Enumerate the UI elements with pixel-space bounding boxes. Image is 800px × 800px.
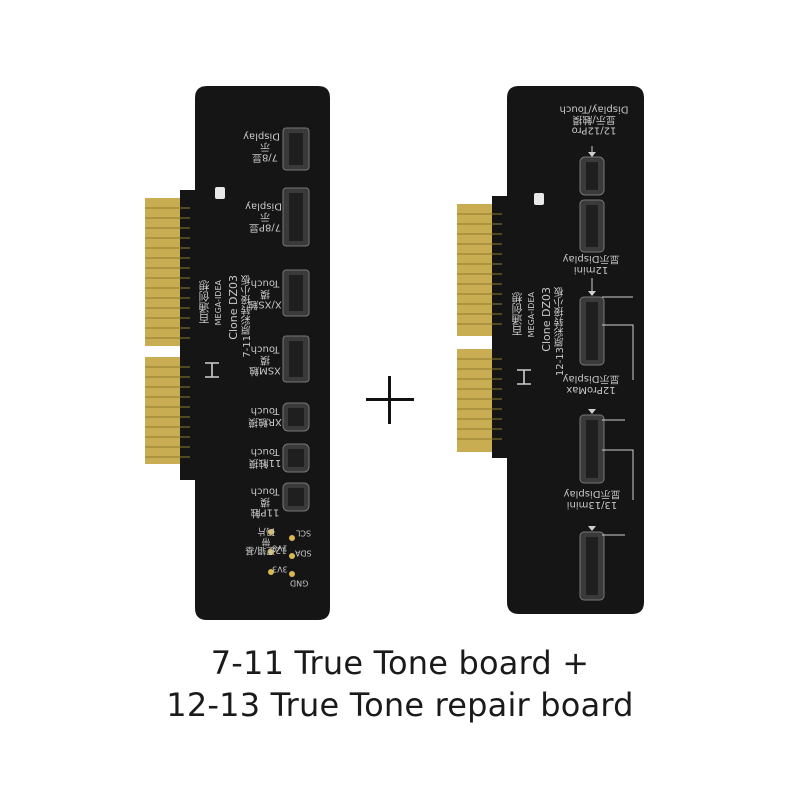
left-label-78-display: 7/8显示 Display xyxy=(243,130,280,163)
left-label-11p-touch: 11P触摸 Touch xyxy=(250,485,280,518)
right-label-12promax: 12ProMax 显示Display xyxy=(562,373,620,396)
right-brand-cn: 百通创想 xyxy=(511,292,524,336)
right-arrow-icons xyxy=(588,152,596,531)
left-model: Clone DZ03 xyxy=(227,275,240,340)
left-label-gnd: GND xyxy=(290,578,309,588)
plus-icon xyxy=(362,372,418,428)
right-desc: 12-13原彩转接小板 xyxy=(555,287,566,377)
left-label-sda: SDA xyxy=(295,548,312,558)
left-test-pads xyxy=(268,529,295,577)
left-label-1v8: 1V8 xyxy=(272,543,288,553)
right-finger-lines xyxy=(457,213,502,440)
right-trace-lines xyxy=(591,146,634,536)
right-label-12mini: 12mini 显示Display xyxy=(562,253,620,276)
right-brand-en: MEGA-IDEA xyxy=(527,292,536,338)
left-brand-cn: 百通创想 xyxy=(198,280,211,324)
left-label-scl: SCL xyxy=(296,528,312,538)
right-model: Clone DZ03 xyxy=(540,287,553,352)
right-board: 12/12Pro 显示/触摸 Display/Touch 12mini 显示Di… xyxy=(455,80,655,620)
left-finger-lines xyxy=(145,207,190,458)
left-desc: 7-11原彩转接小板 xyxy=(242,275,253,358)
left-chip-component xyxy=(215,187,225,199)
left-label-11-touch: 11触摸 Touch xyxy=(248,446,282,469)
left-brand-en: MEGA-IDEA xyxy=(214,280,223,326)
right-label-12-12pro: 12/12Pro 显示/触摸 Display/Touch xyxy=(559,103,629,136)
left-board-pcb xyxy=(145,86,330,620)
right-label-13-13mini: 13/13mini 显示Display xyxy=(563,488,621,511)
right-chip-component xyxy=(534,193,544,205)
caption-line-2: 12-13 True Tone repair board xyxy=(166,686,634,724)
left-board: 7/8显示 Display 7/8P显示 Display X/XS触摸 Touc… xyxy=(140,80,340,620)
right-board-pcb xyxy=(457,86,644,614)
left-connectors xyxy=(282,127,310,512)
right-connectors xyxy=(579,156,605,601)
left-logo-icon xyxy=(205,362,219,378)
left-label-3v3: 3V3 xyxy=(272,564,288,574)
right-logo-icon xyxy=(517,369,531,385)
left-label-78p-display: 7/8P显示 Display xyxy=(245,200,282,233)
left-label-xr-touch: XR触摸 Touch xyxy=(248,405,282,428)
caption-line-1: 7-11 True Tone board + xyxy=(210,644,590,682)
